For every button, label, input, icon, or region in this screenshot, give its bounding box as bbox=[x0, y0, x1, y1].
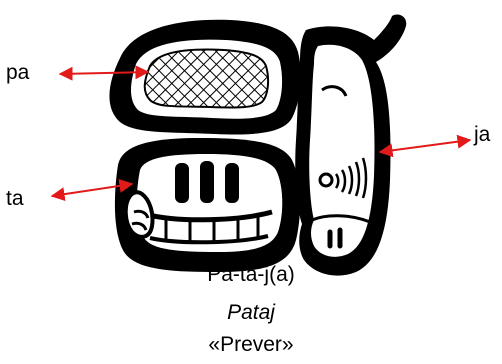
ja-pointer-arrow bbox=[380, 140, 470, 152]
label-pa: pa bbox=[6, 62, 29, 83]
pa-sign bbox=[109, 20, 300, 135]
label-ja: ja bbox=[474, 124, 490, 145]
label-ta: ta bbox=[6, 188, 24, 209]
ja-sign bbox=[295, 14, 406, 275]
caption-word: Pataj bbox=[0, 302, 502, 323]
caption-transliteration: Pa-ta-j(a) bbox=[0, 264, 502, 285]
ta-sign bbox=[115, 138, 300, 272]
caption-translation: «Prever» bbox=[0, 334, 502, 355]
